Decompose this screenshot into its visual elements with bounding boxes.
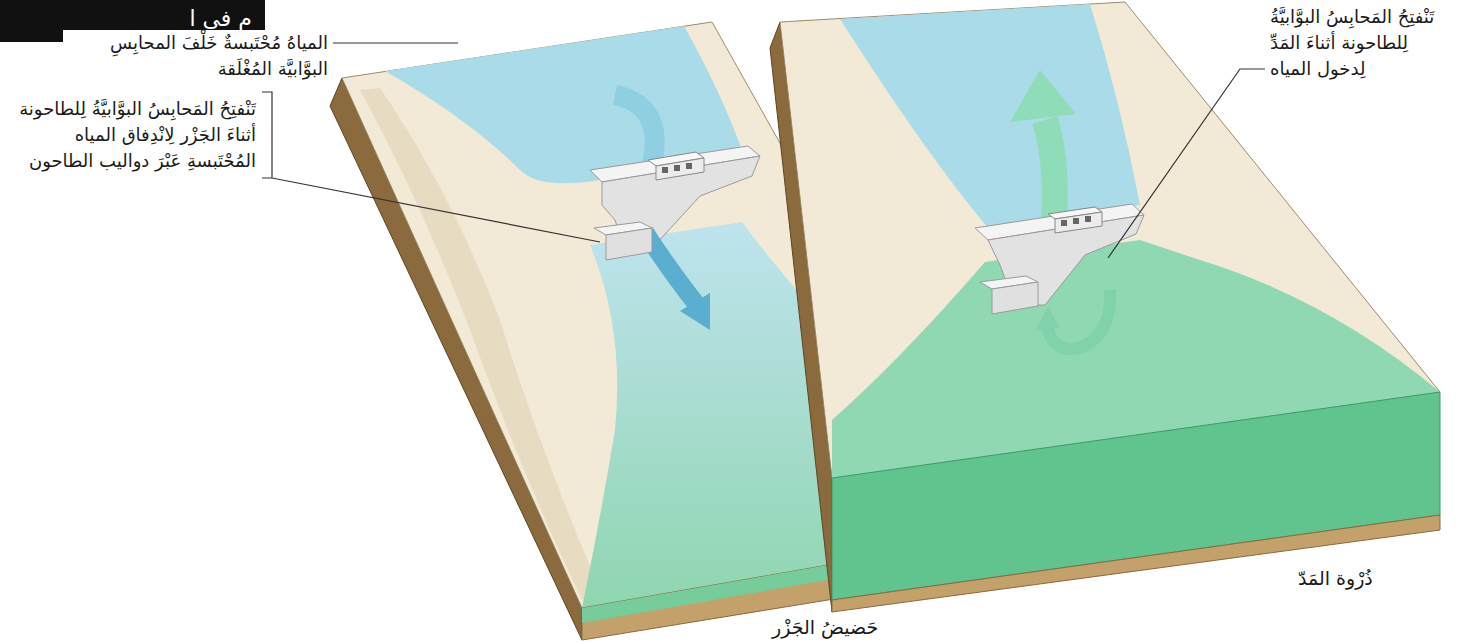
window: [1073, 218, 1079, 224]
sluice-gate: [606, 228, 652, 260]
window: [1061, 220, 1067, 226]
sand-layer: [832, 515, 1440, 612]
basin-water: [840, 4, 1140, 230]
held-water: [385, 26, 742, 183]
window: [1085, 216, 1091, 222]
arrow-head: [1010, 70, 1076, 122]
sluice-gate: [992, 282, 1038, 314]
flow-arrow: [615, 95, 655, 165]
leader-line: [1108, 69, 1265, 258]
heading-fragment: م في ا: [0, 6, 252, 32]
arrow-head: [680, 293, 710, 330]
flow-arrow: [645, 232, 697, 305]
stage-label: حَضيضُ الجَزْر: [772, 614, 878, 640]
callout-label: تَنْفتِحُ المَحابِسُ البوَّابيَّةُ لِلطا…: [1270, 4, 1456, 82]
leader-line: [333, 42, 458, 43]
stage-label: ذُرْوة المَدّ: [1298, 565, 1373, 591]
flow-arrow: [1048, 290, 1110, 349]
window: [662, 167, 668, 173]
callout-label: المياهُ مُحْتَبسةٌ خَلْفَ المحابِسِ البو…: [63, 30, 328, 82]
leader-line: [262, 92, 600, 242]
window: [686, 163, 692, 169]
high-tide-block: [770, 2, 1440, 612]
mill-house: [1055, 212, 1102, 233]
window: [674, 165, 680, 171]
arrow-head: [1036, 306, 1060, 330]
mill-house: [656, 158, 704, 180]
callout-label: تَنْفتِحُ المَحابِسُ البوَّابيَّةُ لِلطا…: [6, 96, 256, 174]
